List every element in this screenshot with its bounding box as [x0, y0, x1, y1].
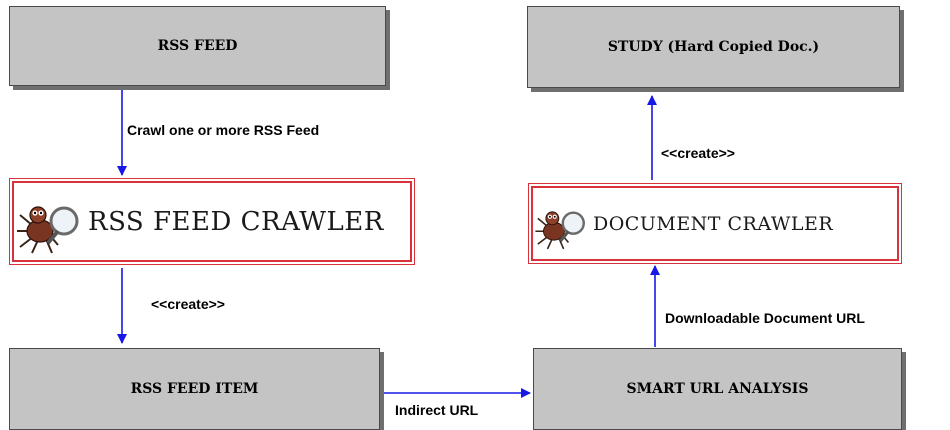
edge-label-indirect-url: Indirect URL	[395, 402, 479, 418]
rss-feed-label: RSS FEED	[157, 38, 238, 54]
edge-label-downloadable-url: Downloadable Document URL	[665, 310, 865, 326]
smart-url-analysis-label: SMART URL ANALYSIS	[626, 381, 809, 397]
rss-feed-crawler-box: RSS FEED CRAWLER	[12, 181, 412, 262]
spider-magnifier-icon	[17, 205, 79, 253]
rss-feed-box: RSS FEED	[9, 6, 386, 86]
spider-magnifier-icon	[535, 210, 585, 249]
rss-feed-crawler-label: RSS FEED CRAWLER	[88, 206, 384, 237]
smart-url-analysis-box: SMART URL ANALYSIS	[533, 348, 902, 430]
document-crawler-label: DOCUMENT CRAWLER	[593, 212, 834, 235]
rss-feed-item-box: RSS FEED ITEM	[9, 348, 380, 430]
rss-feed-item-label: RSS FEED ITEM	[130, 381, 259, 397]
study-label: STUDY (Hard Copied Doc.)	[607, 39, 820, 55]
edge-label-create-item: <<create>>	[151, 296, 225, 312]
edge-label-crawl-feed: Crawl one or more RSS Feed	[127, 122, 320, 138]
study-box: STUDY (Hard Copied Doc.)	[527, 6, 900, 88]
document-crawler-box: DOCUMENT CRAWLER	[531, 186, 899, 261]
edge-label-create-study: <<create>>	[661, 145, 735, 161]
